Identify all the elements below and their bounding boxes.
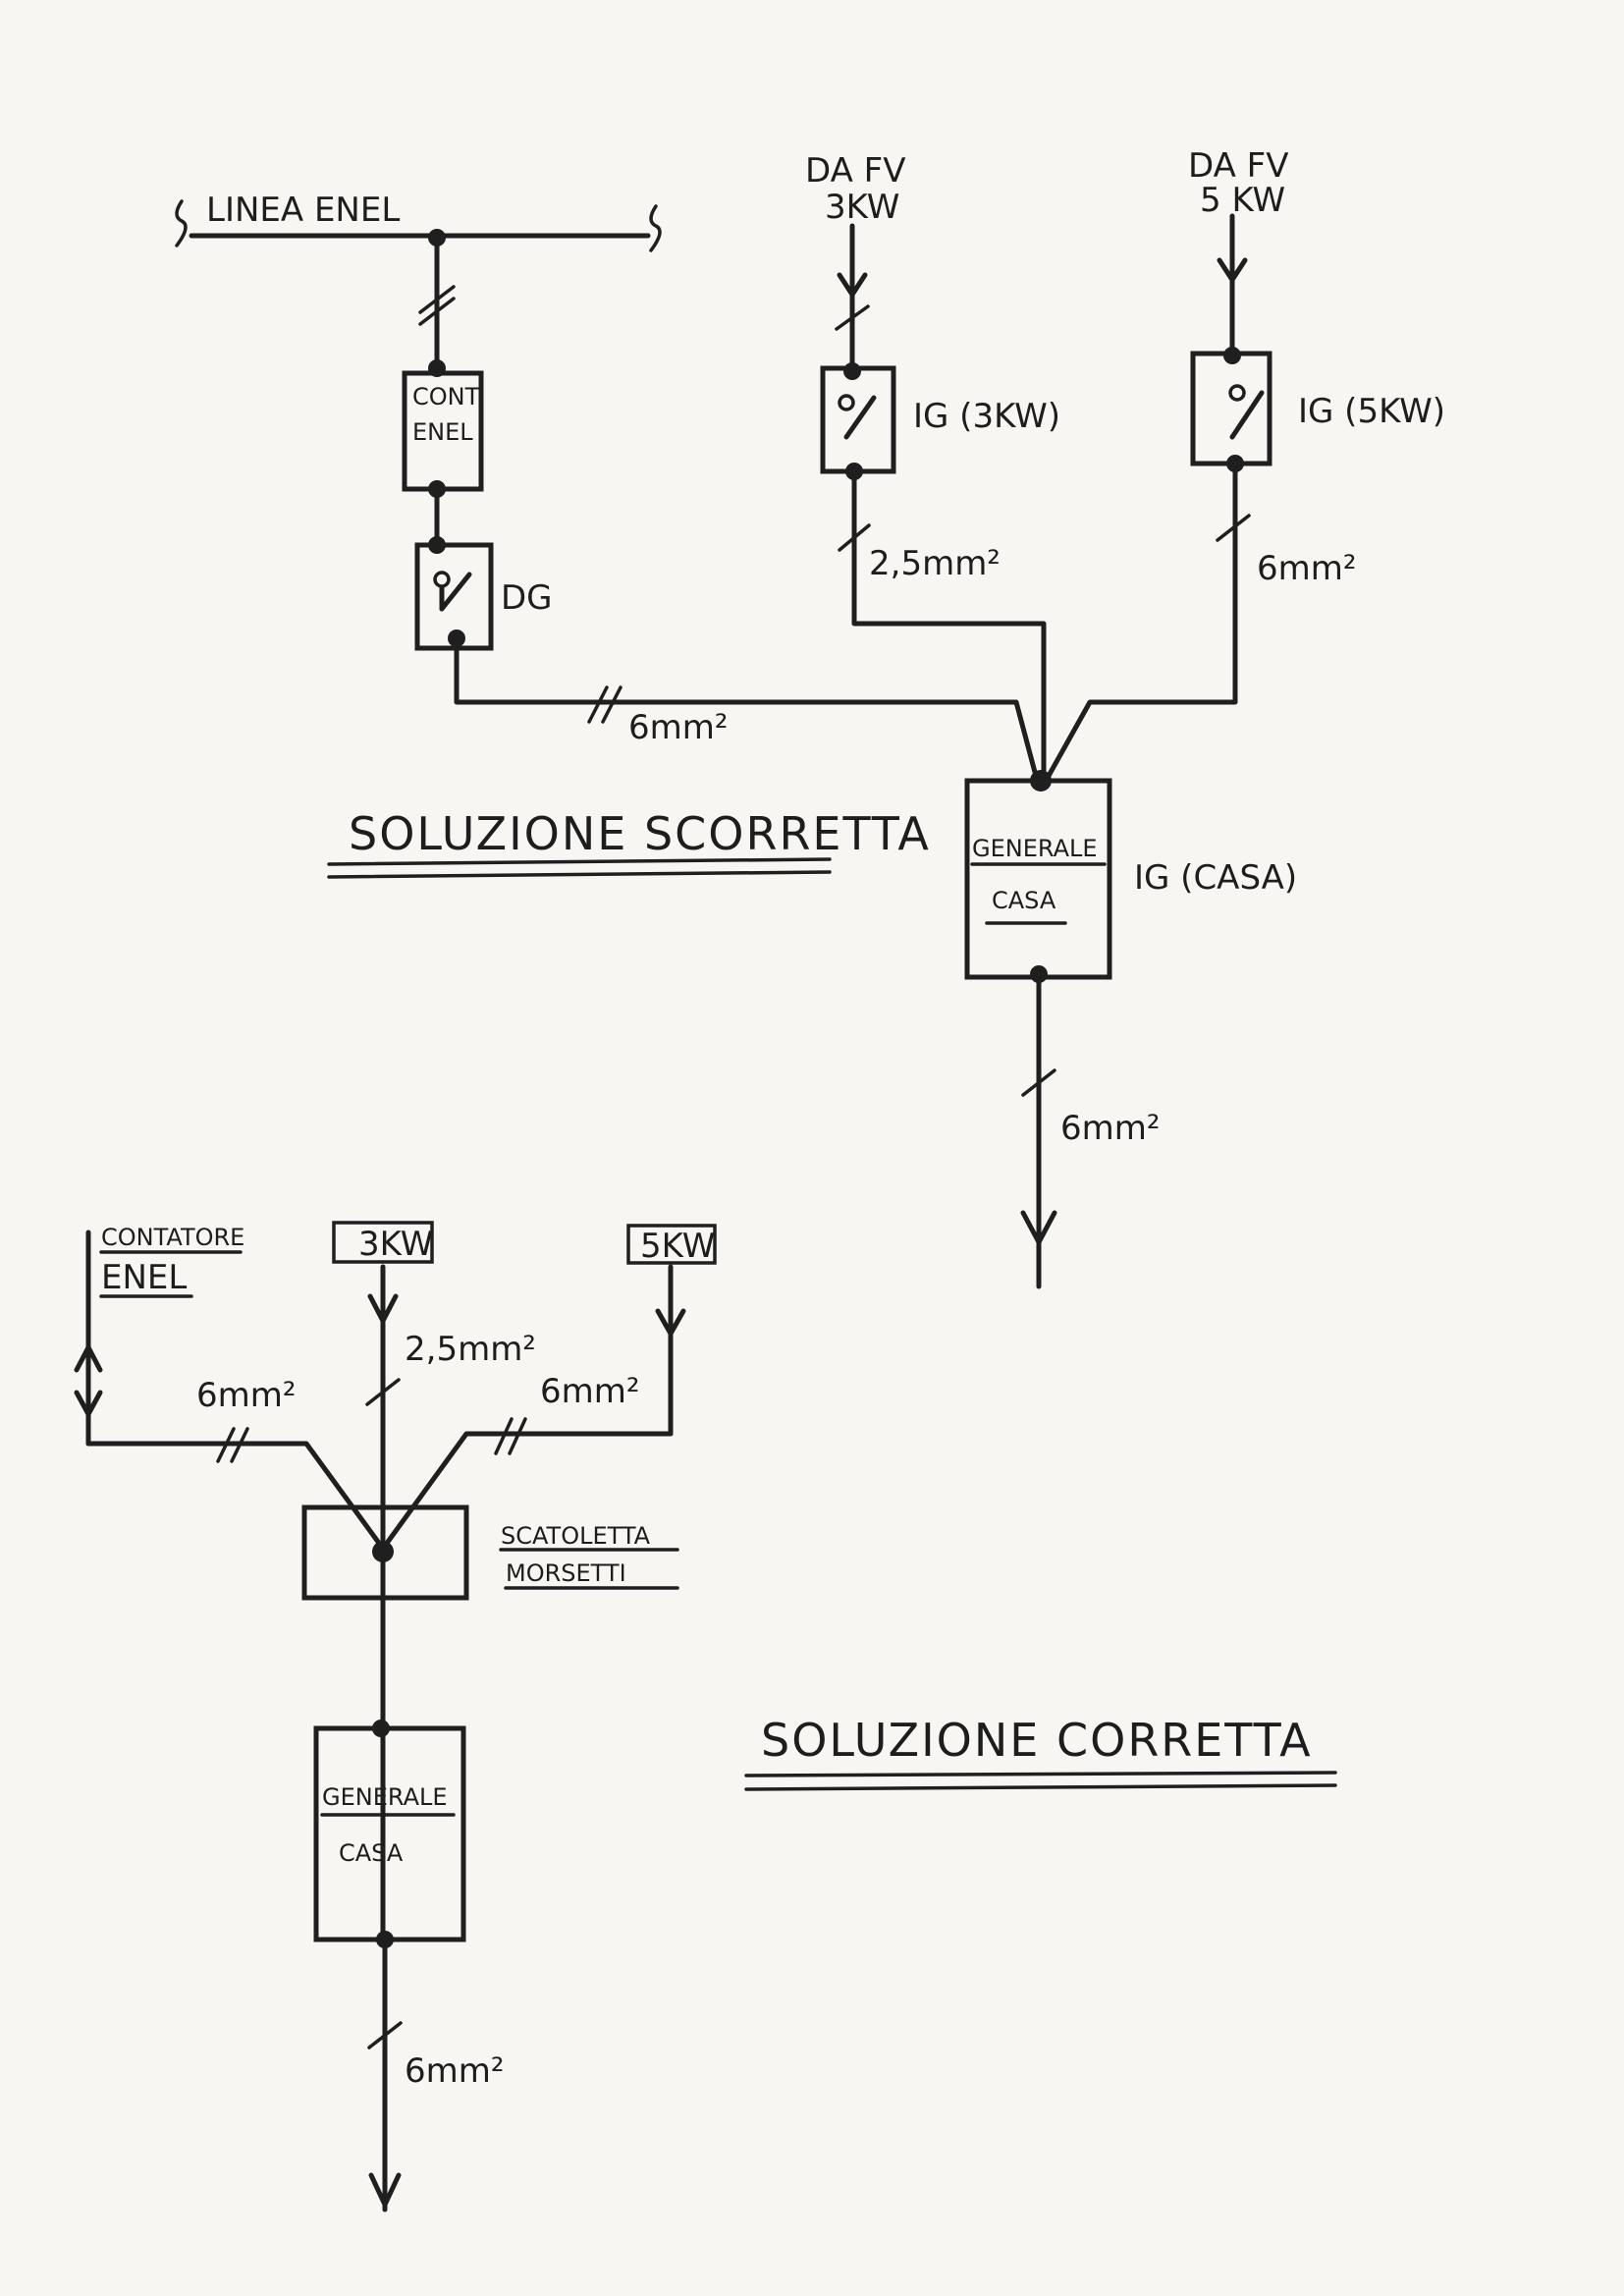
cable-tick — [216, 1427, 236, 1463]
cable-enel-label: 6mm² — [196, 1376, 297, 1415]
cable-tick — [601, 685, 623, 724]
switch-blade — [843, 395, 877, 440]
fv3-label-line2: 3KW — [825, 188, 899, 227]
cable-tick — [1216, 514, 1251, 542]
cable-tick — [418, 285, 456, 314]
cable-fv5-label: 6mm² — [1257, 549, 1357, 588]
ig-3kw-label: IG (3KW) — [913, 397, 1060, 436]
cable-dg-label: 6mm² — [628, 708, 729, 747]
fv3-output-wire — [851, 468, 1047, 779]
source-3kw-label: 3KW — [358, 1225, 433, 1264]
cable-tick — [365, 1378, 401, 1406]
fv5-label-line1: DA FV — [1188, 146, 1288, 186]
switch-contact — [433, 571, 451, 588]
source-5kw-label: 5KW — [640, 1227, 715, 1266]
cable-tick — [835, 304, 870, 331]
cable-tick — [1021, 1068, 1056, 1097]
scatoletta-morsetti-box — [301, 1504, 469, 1601]
cable-tick — [230, 1427, 249, 1463]
arrow-down-icon — [1020, 1210, 1057, 1245]
cable-tick — [494, 1417, 514, 1455]
cable-tick — [418, 297, 456, 326]
dg-label: DG — [501, 578, 553, 618]
generale-casa-line1: GENERALE — [322, 1783, 448, 1811]
arrow-down-icon — [367, 1293, 399, 1324]
terminal-dot — [372, 1720, 390, 1737]
ig-5kw-label: IG (5KW) — [1298, 392, 1445, 431]
terminal-dot — [1223, 347, 1241, 364]
title-underline — [744, 1783, 1337, 1791]
source-3kw-box — [332, 1221, 434, 1264]
junction-dot — [1030, 770, 1052, 792]
title-underline — [744, 1771, 1337, 1777]
cable-tick — [587, 685, 609, 724]
linea-enel-label: LINEA ENEL — [206, 191, 400, 230]
arrow-down-icon — [1217, 257, 1248, 283]
contatore-enel-line2: ENEL — [101, 1258, 187, 1297]
break-mark-left — [175, 199, 188, 247]
break-mark-right — [649, 204, 662, 252]
terminal-dot — [428, 359, 446, 377]
arrow-down-icon — [74, 1390, 103, 1417]
arrow-down-icon — [368, 2172, 402, 2208]
fv5-label-line2: 5 KW — [1200, 181, 1285, 220]
arrow-down-icon — [837, 272, 868, 298]
scatoletta-line1: SCATOLETTA — [501, 1522, 651, 1550]
dg-output-wire — [454, 635, 1039, 779]
source-5kw-box — [626, 1224, 717, 1265]
scatoletta-line2: MORSETTI — [506, 1559, 626, 1587]
fv5-output-wire — [1046, 461, 1238, 779]
title-underline — [327, 870, 832, 879]
cable-5kw-label: 6mm² — [540, 1372, 640, 1411]
correct-title: SOLUZIONE CORRETTA — [761, 1714, 1313, 1767]
fv3-label-line1: DA FV — [805, 151, 905, 191]
junction-dot — [372, 1541, 394, 1562]
incorrect-title: SOLUZIONE SCORRETTA — [349, 807, 931, 860]
generale-casa-line2: CASA — [992, 887, 1056, 914]
generale-casa-line1: GENERALE — [972, 835, 1098, 862]
correct-solution-diagram: CONTATORE ENEL 6mm² 3KW 2,5mm² 5KW 6mm² … — [74, 1221, 1337, 2213]
incorrect-solution-diagram: LINEA ENEL CONT. ENEL DG 6mm² DA FV 3KW — [175, 146, 1445, 1289]
switch-contact — [1228, 384, 1246, 402]
generale-casa-box — [964, 778, 1112, 980]
switch-blade — [439, 572, 472, 612]
arrow-up-icon — [74, 1344, 103, 1373]
cable-fv3-label: 2,5mm² — [869, 544, 1001, 583]
cable-tick — [838, 523, 871, 552]
cable-3kw-label: 2,5mm² — [405, 1330, 536, 1369]
ig-casa-label: IG (CASA) — [1134, 858, 1297, 898]
cont-enel-line1: CONT. — [412, 383, 484, 410]
cable-out-label: 6mm² — [405, 2051, 505, 2091]
cont-enel-line2: ENEL — [412, 418, 473, 446]
arrow-down-icon — [655, 1308, 686, 1337]
contatore-enel-line1: CONTATORE — [101, 1224, 244, 1251]
title-underline — [327, 857, 832, 866]
cable-out-label: 6mm² — [1060, 1109, 1161, 1148]
cable-tick — [367, 2021, 403, 2050]
switch-contact — [838, 394, 855, 411]
cable-tick — [508, 1417, 527, 1455]
generale-casa-line2: CASA — [339, 1839, 404, 1867]
ig-5kw-switch-box — [1190, 351, 1272, 466]
terminal-dot — [843, 362, 861, 380]
generale-casa-box — [313, 1725, 466, 1942]
switch-blade — [1229, 390, 1265, 440]
